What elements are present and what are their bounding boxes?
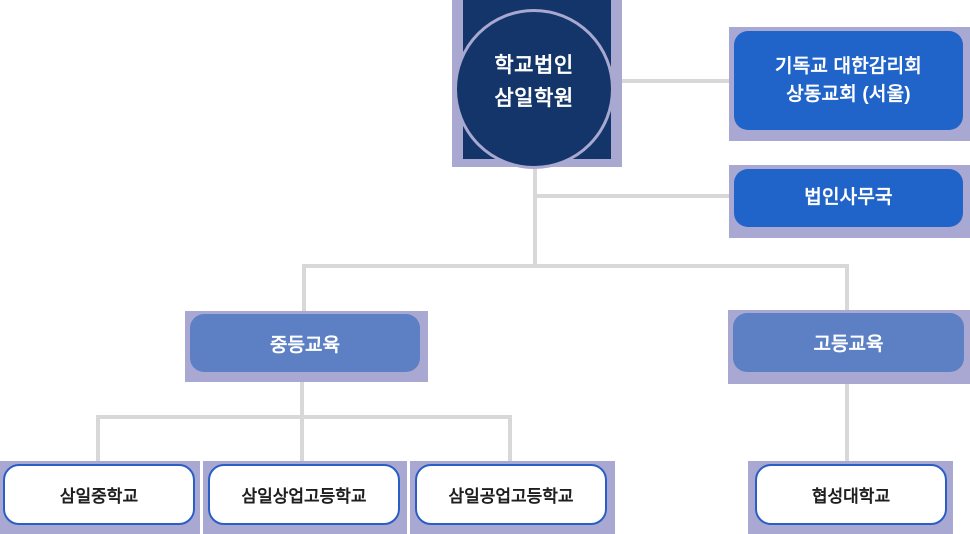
- connector-drop-middle-school: [96, 415, 100, 466]
- connector-foundation-office: [533, 194, 733, 198]
- corporate-office-label: 법인사무국: [804, 187, 893, 209]
- foundation-circle: 학교법인 삼일학원: [454, 9, 614, 169]
- hyupsung-university-box: 협성대학교: [755, 464, 947, 525]
- church-label-line2: 상동교회 (서울): [786, 83, 911, 105]
- connector-schools-horizontal: [96, 415, 512, 419]
- higher-education-box: 고등교육: [733, 313, 964, 372]
- foundation-name-line1: 학교법인: [494, 54, 574, 78]
- samil-technical-high-label: 삼일공업고등학교: [448, 487, 574, 506]
- secondary-education-label: 중등교육: [270, 334, 340, 356]
- samil-middle-school-box: 삼일중학교: [3, 464, 195, 525]
- secondary-education-box: 중등교육: [190, 314, 420, 372]
- connector-divisions-horizontal: [302, 264, 849, 268]
- connector-higher-university: [845, 370, 849, 466]
- foundation-name-line2: 삼일학원: [494, 87, 574, 110]
- church-label-line1: 기독교 대한감리회: [775, 55, 922, 77]
- higher-education-label: 고등교육: [813, 334, 884, 355]
- samil-technical-high-box: 삼일공업고등학교: [415, 464, 607, 525]
- samil-commercial-high-label: 삼일상업고등학교: [241, 487, 367, 506]
- connector-foundation-church: [560, 79, 734, 83]
- hyupsung-university-label: 협성대학교: [811, 487, 891, 506]
- connector-drop-technical-high: [508, 415, 512, 466]
- corporate-office-box: 법인사무국: [734, 169, 963, 227]
- samil-commercial-high-box: 삼일상업고등학교: [208, 464, 400, 525]
- samil-middle-school-label: 삼일중학교: [59, 487, 139, 506]
- church-box: 기독교 대한감리회 상동교회 (서울): [734, 31, 963, 130]
- connector-drop-higher: [845, 264, 849, 315]
- connector-drop-secondary: [302, 264, 306, 316]
